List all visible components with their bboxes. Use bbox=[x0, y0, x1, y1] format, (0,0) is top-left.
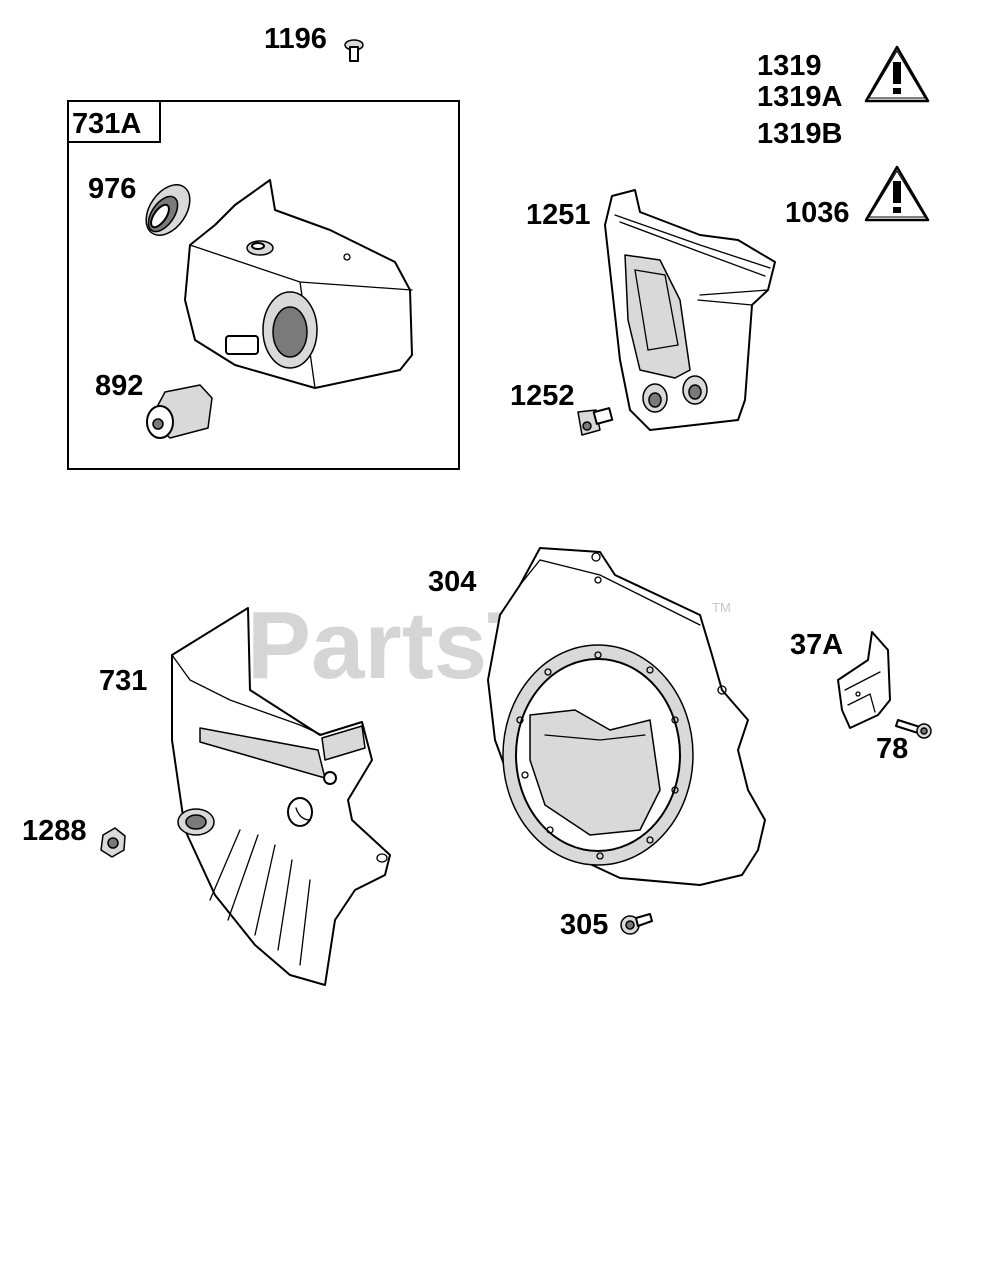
callout-1196[interactable]: 1196 bbox=[264, 23, 327, 55]
nut-1288[interactable] bbox=[100, 827, 126, 858]
callout-1036[interactable]: 1036 bbox=[785, 197, 850, 229]
grommet-976[interactable] bbox=[137, 177, 199, 244]
warning-triangle-icon bbox=[864, 45, 930, 103]
shroud-cover-731A[interactable] bbox=[184, 179, 413, 389]
cylinder-shroud-731[interactable] bbox=[171, 607, 391, 986]
callout-1251[interactable]: 1251 bbox=[526, 199, 591, 231]
bolt-1252[interactable] bbox=[577, 407, 614, 436]
callout-37A[interactable]: 37A bbox=[790, 629, 843, 661]
callout-1288[interactable]: 1288 bbox=[22, 815, 87, 847]
watermark-trademark: TM bbox=[712, 600, 731, 615]
callout-731[interactable]: 731 bbox=[99, 665, 147, 697]
warning-triangle-icon bbox=[864, 165, 930, 222]
callout-976[interactable]: 976 bbox=[88, 173, 136, 205]
callout-892[interactable]: 892 bbox=[95, 370, 143, 402]
callout-1319[interactable]: 1319 bbox=[757, 50, 822, 82]
callout-731A[interactable]: 731A bbox=[72, 108, 141, 140]
callout-1319B[interactable]: 1319B bbox=[757, 118, 842, 150]
callout-1319A[interactable]: 1319A bbox=[757, 81, 843, 113]
screw-78[interactable] bbox=[895, 719, 932, 739]
callout-78[interactable]: 78 bbox=[876, 733, 908, 765]
cap-892[interactable] bbox=[146, 384, 213, 439]
kit-box-731A bbox=[67, 100, 460, 470]
guard-37A[interactable] bbox=[837, 631, 891, 729]
callout-304[interactable]: 304 bbox=[428, 566, 476, 598]
bolt-305[interactable] bbox=[620, 913, 653, 935]
blower-housing-304[interactable] bbox=[487, 547, 766, 886]
callout-305[interactable]: 305 bbox=[560, 909, 608, 941]
callout-1252[interactable]: 1252 bbox=[510, 380, 575, 412]
baffle-1251[interactable] bbox=[604, 189, 776, 431]
bolt-1196[interactable] bbox=[344, 39, 364, 62]
